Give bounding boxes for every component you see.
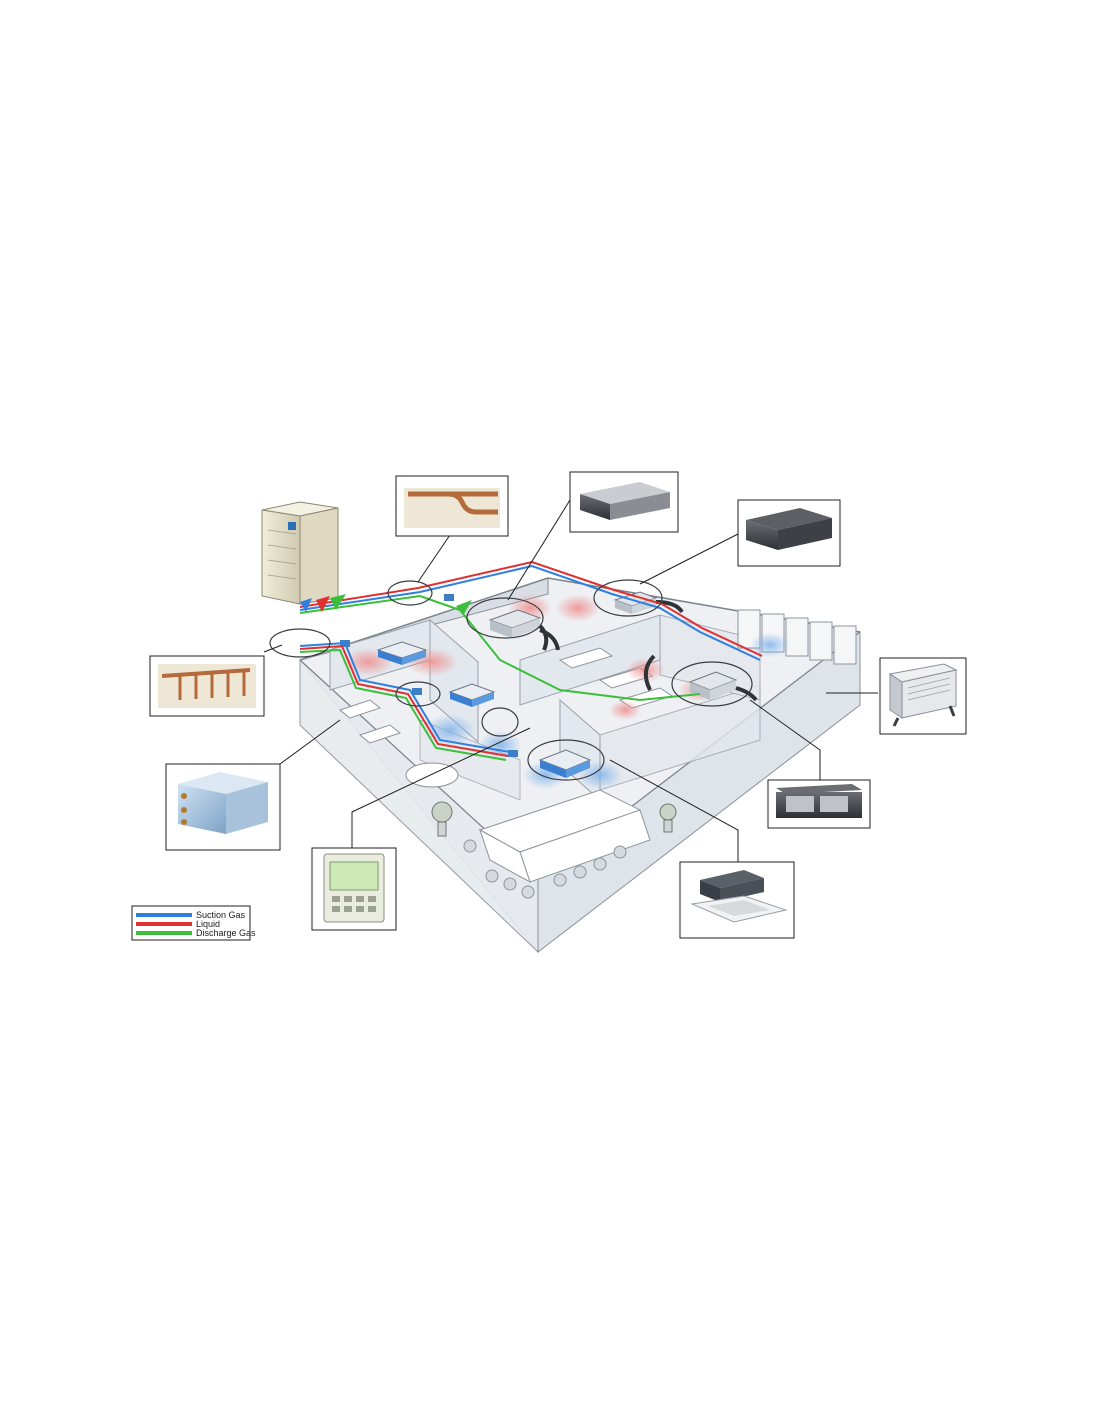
liquid-pipe xyxy=(299,560,763,657)
callout-air-handling-unit xyxy=(165,763,281,851)
suction-gas-pipe xyxy=(299,564,761,661)
ceiling-duct-icon xyxy=(746,508,832,550)
refrigerant-piping xyxy=(299,560,763,761)
bs-box-3 xyxy=(508,750,518,757)
callout-concealed-ducted-unit xyxy=(737,499,841,567)
callout-slim-ducted-unit xyxy=(569,471,679,533)
cassette-icon xyxy=(690,870,788,923)
ducted-unit-b xyxy=(688,671,738,700)
discharge-arrow xyxy=(330,594,346,610)
bs-box-4 xyxy=(444,594,454,601)
callout-high-static-ducted-unit xyxy=(767,779,871,829)
cassette-unit-a xyxy=(376,641,428,665)
leader-lines xyxy=(263,499,878,862)
callout-cassette-unit xyxy=(679,861,795,939)
legend-label-1: Liquid xyxy=(196,919,220,929)
callout-remote-controller xyxy=(311,847,397,931)
discharge-gas-pipe xyxy=(299,594,701,702)
callout-convector-heater xyxy=(879,657,967,735)
chairs xyxy=(463,839,627,899)
callout-refnet-header xyxy=(149,655,265,717)
refnet-joint-icon xyxy=(404,488,500,528)
plant xyxy=(431,801,677,837)
ahu-icon xyxy=(178,772,268,834)
ducted-unit-a xyxy=(488,609,542,638)
conference-tables xyxy=(478,789,651,884)
heater-icon xyxy=(888,663,958,727)
legend-label-0: Suction Gas xyxy=(196,910,246,920)
slim-duct-icon xyxy=(580,482,670,520)
callout-refnet-joint xyxy=(395,475,509,537)
bs-box-2 xyxy=(412,688,422,695)
high-static-duct-icon xyxy=(776,784,862,818)
suction-arrow xyxy=(300,598,312,612)
cassette-unit-c xyxy=(538,749,592,778)
round-table xyxy=(405,762,459,788)
outdoor-unit xyxy=(261,501,472,614)
liquid-arrow xyxy=(316,596,330,612)
magnifier-circles xyxy=(269,579,753,781)
remote-control-icon xyxy=(323,853,385,923)
legend-label-2: Discharge Gas xyxy=(196,928,256,938)
refnet-header-icon xyxy=(158,664,256,708)
cassette-unit-b xyxy=(448,683,496,707)
